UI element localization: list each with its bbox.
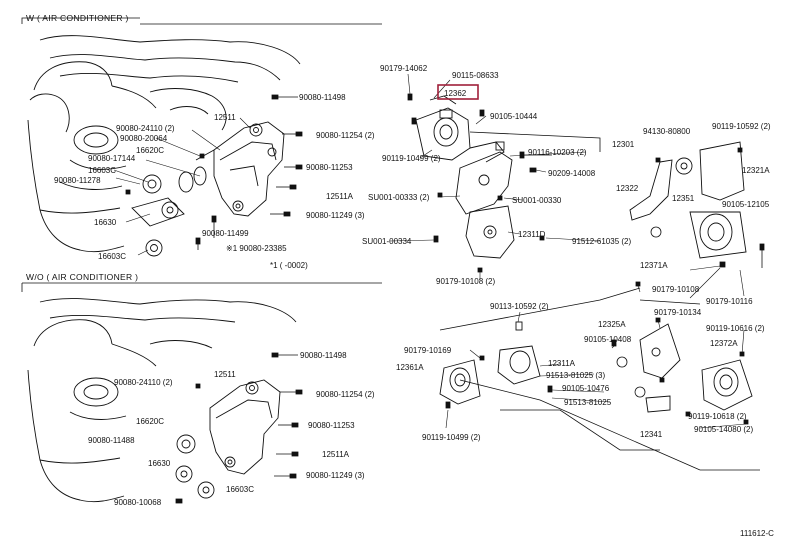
label-part: 90080-11499 — [202, 229, 249, 238]
label-part: 12361A — [396, 363, 424, 372]
label-part-highlighted: 12362 — [444, 89, 467, 98]
section-title-with-ac: W ( AIR CONDITIONER ) — [26, 13, 129, 23]
label-part: SU001-00333 (2) — [368, 193, 430, 202]
label-part: 90209-14008 — [548, 169, 596, 178]
label-part: 90105-10444 — [490, 112, 538, 121]
label-part: 90115-08633 — [452, 71, 499, 80]
label-part: 16630 — [94, 218, 117, 227]
label-part: 12371A — [640, 261, 668, 270]
label-part: 12351 — [672, 194, 695, 203]
label-part: 90080-24110 (2) — [116, 124, 175, 133]
label-part: 12311A — [548, 359, 576, 368]
label-part: 90080-10068 — [114, 498, 162, 507]
label-part: 90080-11498 — [300, 351, 347, 360]
label-part: 12301 — [612, 140, 635, 149]
label-part: 90179-10108 — [652, 285, 700, 294]
bracket-12311d — [455, 141, 515, 259]
label-part: 90080-11254 (2) — [316, 390, 375, 399]
footnote: *1 ( -0002) — [270, 261, 308, 270]
diagram-code: 111612-C — [740, 529, 774, 538]
label-part: 94130-80800 — [643, 127, 691, 136]
bolts-top-left — [125, 94, 303, 250]
label-part: 90179-10134 — [654, 308, 702, 317]
label-part: 12511A — [322, 450, 350, 459]
label-part: 90119-10616 (2) — [706, 324, 765, 333]
label-part: 90179-14062 — [380, 64, 428, 73]
label-part: 91512-61035 (2) — [572, 237, 631, 246]
leader-lines-top-left — [113, 117, 251, 256]
section-frame-with-ac — [21, 17, 140, 24]
label-part: 16603C — [98, 252, 126, 261]
label-part: 90080-24110 (2) — [114, 378, 173, 387]
label-part: 90080-11488 — [88, 436, 135, 445]
label-part: 90119-10592 (2) — [712, 122, 771, 131]
label-part: 12511 — [214, 113, 236, 122]
label-part: 90119-10618 (2) — [688, 412, 747, 421]
label-part: 90119-10499 (2) — [382, 154, 441, 163]
label-part: 90179-10116 — [706, 297, 753, 306]
labels-bottom-left: 90080-11498 12511 90080-24110 (2) 90080-… — [88, 351, 375, 507]
label-part: 12511A — [326, 192, 354, 201]
label-part: 90116-10203 (2) — [528, 148, 587, 157]
label-part: 91513-81025 (3) — [546, 371, 605, 380]
labels-top-left: 90080-11498 12511 90080-24110 (2) 90080-… — [54, 93, 375, 270]
label-part: 90105-12105 — [722, 200, 770, 209]
label-part: 12372A — [710, 339, 738, 348]
label-part: 12321A — [742, 166, 770, 175]
frame-outline-right — [439, 131, 760, 471]
label-part: 90080-11253 — [308, 421, 355, 430]
label-part: 90080-11278 — [54, 176, 101, 185]
label-part: 16603C — [88, 166, 116, 175]
label-part: 91513-81025 — [564, 398, 612, 407]
label-part: SU001-00334 — [362, 237, 412, 246]
label-part: 90119-10499 (2) — [422, 433, 481, 442]
label-part: 90105-10408 — [584, 335, 632, 344]
label-part: 16603C — [226, 485, 254, 494]
bracket-12511-bottom — [175, 379, 281, 499]
label-part: 16630 — [148, 459, 171, 468]
label-part: 12511 — [214, 370, 236, 379]
label-part: 90105-14080 (2) — [694, 425, 753, 434]
section-title-without-ac: W/O ( AIR CONDITIONER ) — [26, 272, 138, 282]
label-part: 12341 — [640, 430, 663, 439]
bracket-12325a — [639, 323, 753, 413]
label-part: 12325A — [598, 320, 626, 329]
label-part: 90080-11249 (3) — [306, 211, 365, 220]
label-part: 16620C — [136, 146, 164, 155]
label-part: ※1 90080-23385 — [226, 244, 287, 253]
bracket-12321a — [629, 141, 747, 259]
engine-block-with-ac — [27, 35, 301, 253]
engine-mount-12361a — [439, 321, 541, 405]
callout-b-markers — [616, 226, 662, 398]
label-part: 90105-10476 — [562, 384, 610, 393]
tensioner-assembly-top — [131, 149, 215, 257]
label-part: 90080-11254 (2) — [316, 131, 375, 140]
label-part: 90080-11498 — [299, 93, 346, 102]
label-part: 16620C — [136, 417, 164, 426]
label-part: 90113-10592 (2) — [490, 302, 549, 311]
label-part: 90080-17144 — [88, 154, 136, 163]
bolts-bottom-left — [175, 352, 303, 504]
label-part: 90179-10169 — [404, 346, 452, 355]
engine-mount-12362 — [415, 95, 505, 163]
highlighted-part-box — [437, 84, 479, 100]
label-part: 90179-10108 (2) — [436, 277, 495, 286]
label-part: 12322 — [616, 184, 639, 193]
label-part: 90080-11249 (3) — [306, 471, 365, 480]
label-part: 90080-11253 — [306, 163, 353, 172]
bracket-12511-top — [213, 121, 285, 217]
labels-right: 90179-14062 90115-08633 12362 90105-1044… — [362, 64, 771, 442]
engine-block-without-ac — [27, 298, 297, 503]
label-part: 12311D — [518, 230, 546, 239]
label-part: SU001-00330 — [512, 196, 562, 205]
label-part: 90080-20064 — [120, 134, 168, 143]
leader-lines-right — [389, 73, 747, 429]
